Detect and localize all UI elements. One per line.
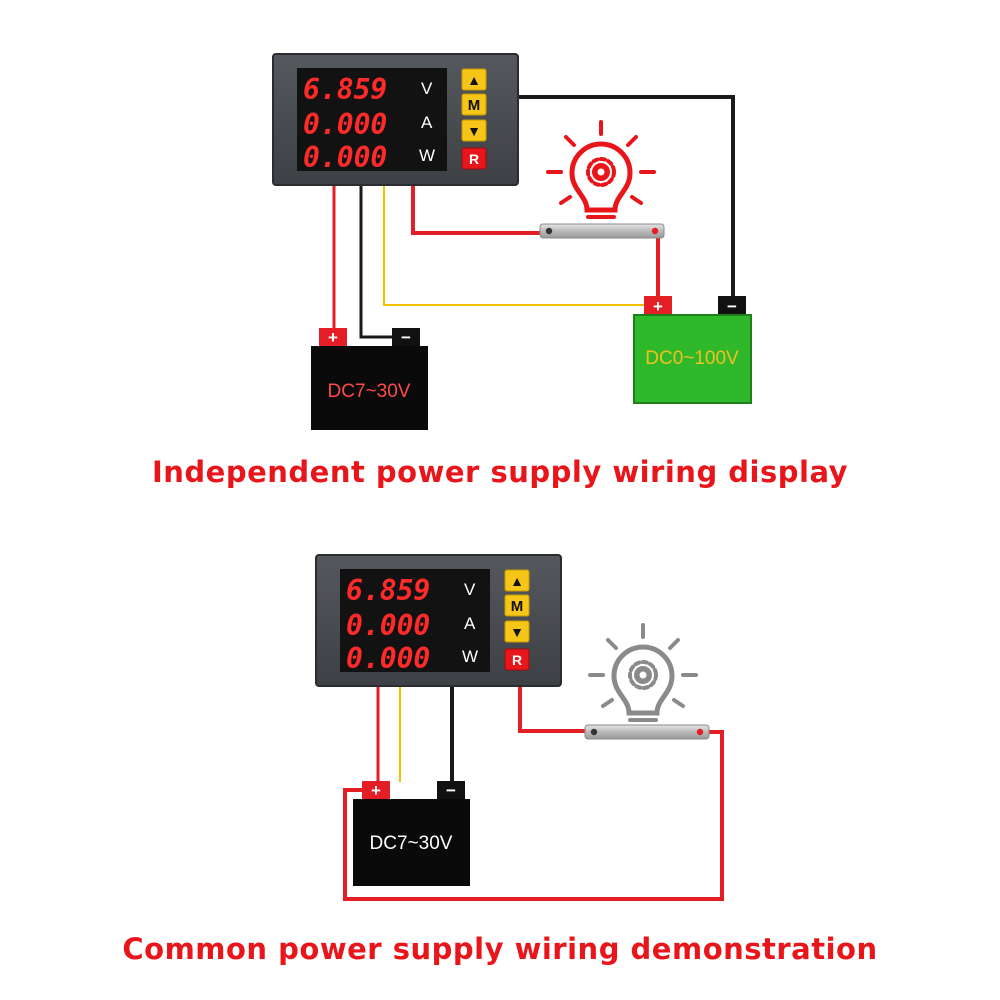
supply-battery-label: DC7~30V — [370, 833, 453, 854]
menu-button-label: M — [511, 598, 524, 615]
wire-red-bulb-to-battery — [652, 231, 660, 297]
up-arrow-icon: ▲ — [510, 573, 524, 589]
reading-current-value: 0.000 — [303, 108, 387, 141]
down-button[interactable]: ▼ — [461, 119, 487, 142]
reading-voltage-unit: V — [464, 580, 476, 599]
wire-black-meter-to-battery — [518, 95, 735, 297]
up-button[interactable]: ▲ — [504, 569, 530, 592]
reading-voltage-unit: V — [421, 79, 433, 98]
reading-power-value: 0.000 — [346, 642, 430, 675]
reset-button-label: R — [512, 652, 522, 668]
bulb-icon-inactive — [588, 623, 698, 722]
supply-battery-label: DC7~30V — [328, 381, 411, 402]
reading-power-value: 0.000 — [303, 141, 387, 174]
independent-wiring-diagram: 6.859 V 0.000 A 0.000 W ▲ M ▼ R — [272, 53, 752, 430]
menu-button-label: M — [468, 97, 481, 114]
menu-button[interactable]: M — [504, 594, 530, 617]
bulb-rail-top — [539, 223, 665, 239]
bulb-icon-active — [546, 120, 656, 219]
measured-battery-label: DC0~100V — [645, 348, 739, 369]
battery-minus-label: − — [446, 781, 456, 800]
reading-current-unit: A — [421, 113, 433, 132]
meter-screen — [297, 68, 447, 171]
common-wiring-caption: Common power supply wiring demonstration — [122, 932, 878, 966]
wire-black-supply-minus — [359, 185, 394, 339]
wire-red-to-bulb — [411, 185, 541, 235]
bulb-rail-bottom — [584, 724, 710, 740]
reset-button[interactable]: R — [504, 648, 530, 671]
up-arrow-icon: ▲ — [467, 72, 481, 88]
supply-battery-bottom: + − DC7~30V — [353, 781, 470, 886]
reset-button-label: R — [469, 151, 479, 167]
reading-voltage-value: 6.859 — [303, 73, 387, 106]
meter-top: 6.859 V 0.000 A 0.000 W ▲ M ▼ R — [272, 53, 519, 186]
up-button[interactable]: ▲ — [461, 68, 487, 91]
reading-voltage-value: 6.859 — [346, 574, 430, 607]
battery-plus-label: + — [653, 297, 663, 316]
down-button[interactable]: ▼ — [504, 620, 530, 643]
wire-red-loop — [343, 730, 724, 901]
measured-battery-top: + − DC0~100V — [633, 296, 752, 404]
bottom-wires — [343, 685, 724, 901]
reset-button[interactable]: R — [461, 147, 487, 170]
independent-wiring-caption: Independent power supply wiring display — [151, 455, 849, 489]
battery-plus-label: + — [328, 328, 338, 347]
battery-plus-label: + — [371, 781, 381, 800]
meter-bottom: 6.859 V 0.000 A 0.000 W ▲ M ▼ R — [315, 554, 562, 687]
battery-minus-label: − — [727, 297, 737, 316]
down-arrow-icon: ▼ — [467, 123, 481, 139]
down-arrow-icon: ▼ — [510, 624, 524, 640]
common-wiring-diagram: 6.859 V 0.000 A 0.000 W ▲ M ▼ R — [315, 554, 724, 901]
wire-red-meter-to-bulb — [518, 685, 586, 733]
supply-battery-top: + − DC7~30V — [311, 328, 428, 430]
reading-power-unit: W — [462, 647, 478, 666]
reading-current-unit: A — [464, 614, 476, 633]
menu-button[interactable]: M — [461, 93, 487, 116]
battery-minus-label: − — [401, 328, 411, 347]
meter-screen — [340, 569, 490, 672]
reading-power-unit: W — [419, 146, 435, 165]
reading-current-value: 0.000 — [346, 609, 430, 642]
